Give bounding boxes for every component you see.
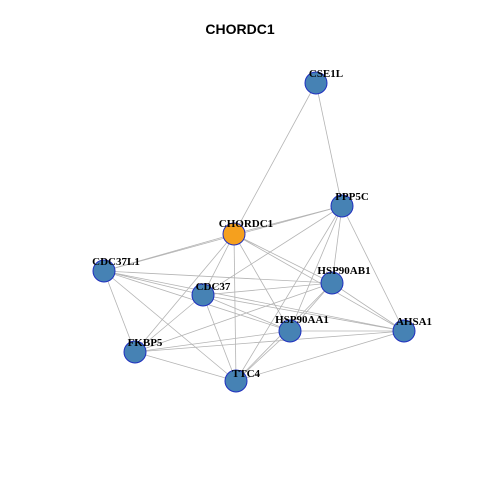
edge-cdc37l1-ttc4 [103,270,237,382]
edge-hsp90ab1-ahsa1 [331,282,405,332]
edge-cdc37-hsp90aa1 [202,294,291,332]
node-label-cdc37l1: CDC37L1 [92,256,140,268]
edge-chordc1-hsp90aa1 [233,233,291,332]
edge-ahsa1-fkbp5 [134,330,405,353]
edge-chordc1-fkbp5 [134,233,235,353]
edge-ppp5c-hsp90ab1 [331,205,343,284]
edge-hsp90ab1-cdc37 [202,282,333,296]
edge-chordc1-cdc37l1 [103,233,235,272]
edge-ahsa1-ttc4 [235,330,405,382]
node-cse1l [304,71,328,95]
node-label-cdc37: CDC37 [196,281,231,293]
node-hsp90ab1 [320,271,344,295]
node-label-cse1l: CSE1L [309,68,343,80]
edges-layer [103,82,405,382]
node-chordc1 [222,222,246,246]
node-label-ahsa1: AHSA1 [396,316,432,328]
node-ttc4 [224,369,248,393]
edge-chordc1-hsp90ab1 [233,233,333,284]
nodes-layer: CSE1L PPP5C CHORDC1CDC37L1HSP90AB1CDC37HSP… [92,68,432,393]
edge-cdc37l1-ahsa1 [103,270,405,332]
edge-cdc37l1-hsp90ab1 [103,270,333,284]
graph-title: CHORDC1 [205,21,275,37]
node-label-ppp5c: PPP5C [335,191,369,203]
edge-cdc37-ahsa1 [202,294,405,332]
node-ppp5c [330,194,354,218]
edge-chordc1-ttc4 [233,233,237,382]
node-label-hsp90ab1: HSP90AB1 [317,265,370,277]
edge-ppp5c-cdc37l1 [103,205,343,272]
node-label-hsp90aa1: HSP90AA1 [275,314,329,326]
edge-hsp90aa1-ttc4 [235,330,291,382]
edge-fkbp5-ttc4 [134,351,237,382]
edge-ppp5c-cdc37 [202,205,343,296]
edge-cse1l-chordc1 [233,82,317,235]
edge-cse1l-ppp5c [315,82,343,207]
edge-cdc37l1-fkbp5 [103,270,136,353]
node-label-ttc4: TTC4 [232,368,261,380]
node-hsp90aa1 [278,319,302,343]
node-fkbp5 [123,340,147,364]
edge-cdc37l1-cdc37 [103,270,204,296]
node-cdc37 [191,283,215,307]
edge-cdc37-fkbp5 [134,294,204,353]
node-label-chordc1: CHORDC1 [219,218,273,230]
edge-hsp90ab1-fkbp5 [134,282,333,353]
edge-ppp5c-ahsa1 [341,205,405,332]
edge-ppp5c-ttc4 [235,205,343,382]
edge-cdc37-ttc4 [202,294,237,382]
node-cdc37l1 [92,259,116,283]
node-ahsa1 [392,319,416,343]
node-label-fkbp5: FKBP5 [128,337,163,349]
edge-hsp90aa1-fkbp5 [134,330,291,353]
